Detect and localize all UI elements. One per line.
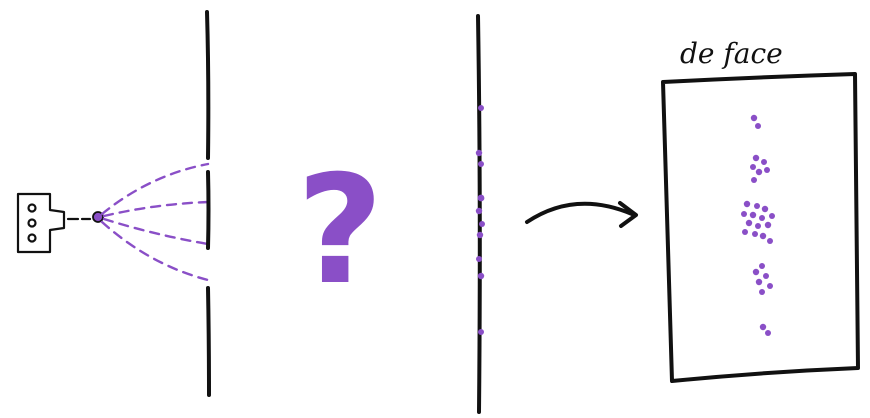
electron-gun-icon	[18, 194, 90, 252]
particle-paths	[102, 164, 208, 280]
detection-screen-side	[476, 16, 485, 412]
question-mark: ?	[296, 144, 383, 318]
slit-barrier	[207, 12, 209, 395]
curved-arrow-icon	[527, 203, 636, 226]
front-view-label: de face	[680, 37, 783, 70]
interference-pattern	[741, 115, 775, 336]
